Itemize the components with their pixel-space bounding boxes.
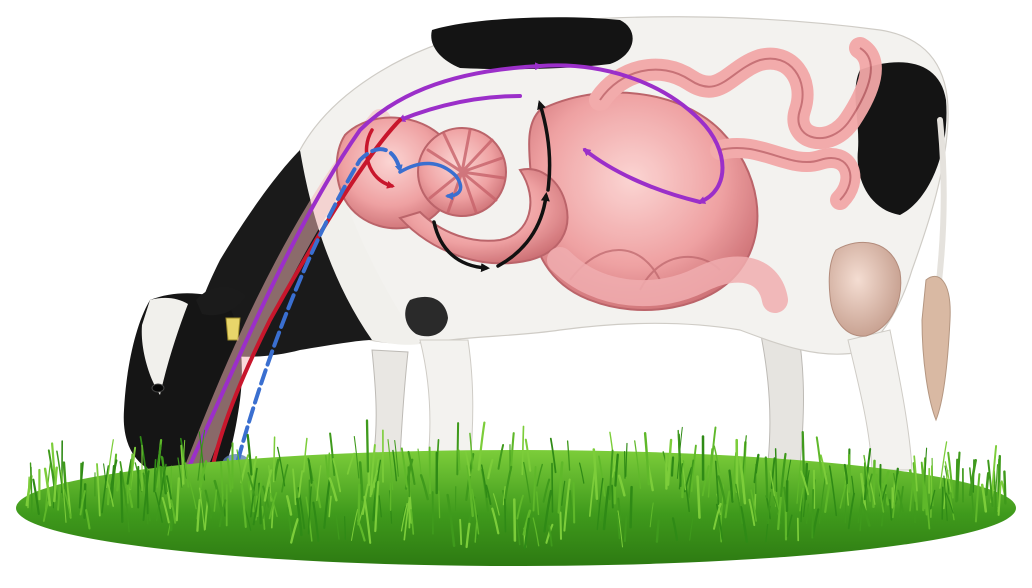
grass-blade — [458, 450, 459, 469]
hind-leg-far — [760, 330, 804, 466]
grass-blade — [121, 472, 122, 522]
grass-blade — [915, 502, 916, 522]
grass-blade — [803, 432, 804, 476]
grass-blade — [505, 499, 506, 531]
grass-blade — [672, 458, 673, 476]
grass-blade — [631, 487, 632, 527]
omasum — [418, 128, 506, 216]
grass-blade — [460, 520, 461, 544]
grass-blade — [612, 486, 613, 508]
grass-blade — [85, 484, 86, 518]
grass-blade — [359, 485, 360, 525]
udder — [829, 242, 901, 336]
grass-blade — [942, 487, 943, 519]
grass-blade — [1004, 472, 1005, 504]
grass-blade — [570, 491, 572, 513]
hind-leg-near — [848, 330, 912, 470]
grass-blade — [766, 458, 767, 498]
grass-blade — [457, 423, 458, 474]
grass-blade — [367, 421, 368, 472]
grass-blade — [345, 517, 346, 540]
ear-tag — [226, 318, 240, 340]
grass-blade — [931, 466, 932, 518]
grass-blade — [552, 464, 553, 512]
cow-eye — [152, 384, 164, 392]
tail-tuft — [922, 276, 950, 420]
grass-blade — [274, 437, 275, 481]
grass-blade — [776, 449, 777, 491]
grass-blade — [560, 513, 561, 539]
front-leg-far — [372, 350, 408, 458]
grass-blade — [171, 508, 172, 530]
grass-blade — [574, 483, 575, 523]
grass-blade — [812, 490, 813, 538]
grass-blade — [439, 491, 440, 518]
grass-blade — [430, 447, 431, 493]
grass-blade — [514, 500, 515, 541]
front-leg-near — [420, 340, 473, 466]
hide-patch-top — [431, 17, 632, 69]
grass-blade — [409, 467, 410, 496]
grass-blade — [956, 460, 957, 502]
